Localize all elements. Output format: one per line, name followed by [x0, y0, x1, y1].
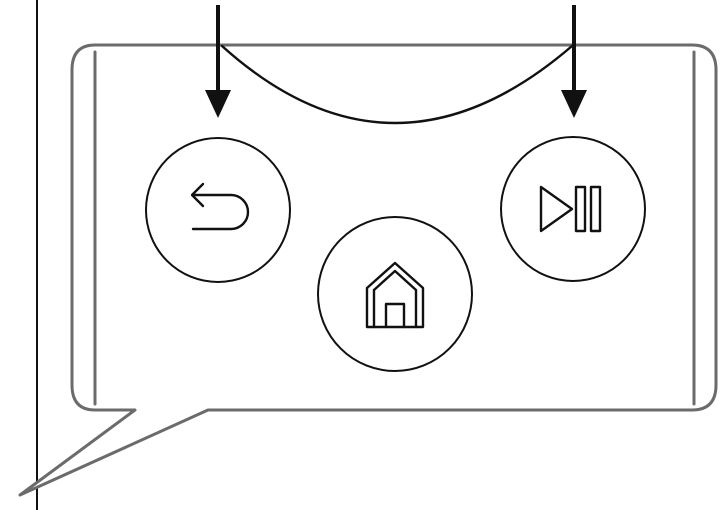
- back-button[interactable]: [146, 138, 290, 282]
- back-button-circle[interactable]: [146, 138, 290, 282]
- home-button[interactable]: [318, 217, 472, 371]
- play-pause-button[interactable]: [501, 137, 645, 281]
- home-button-circle[interactable]: [318, 217, 472, 371]
